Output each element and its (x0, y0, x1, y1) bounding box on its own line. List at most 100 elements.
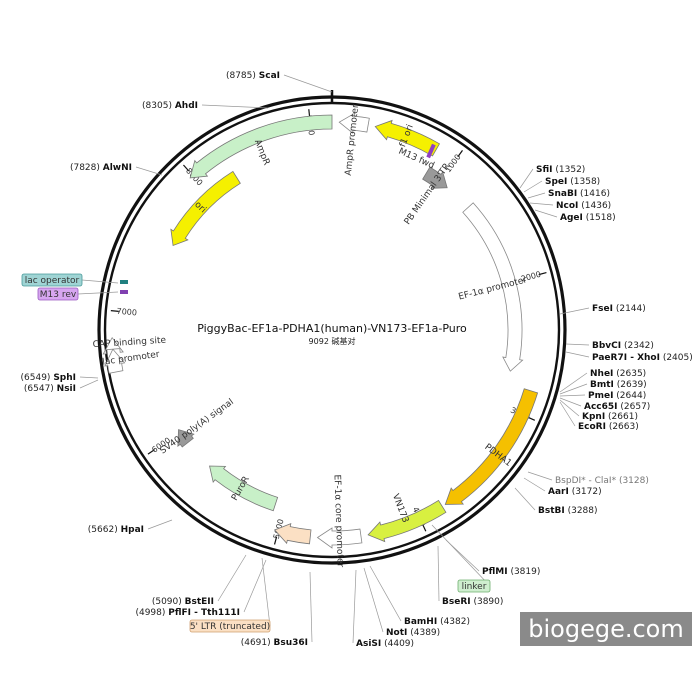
site-label: (5662) HpaI (88, 525, 144, 535)
feature-pdha1 (444, 388, 539, 505)
site-label: FseI (2144) (592, 304, 646, 314)
restriction-sites: (8785) ScaI (8305) AhdI (7828) AlwNI SfiI (… (21, 71, 693, 649)
feature-ef-1-promoter (462, 202, 524, 372)
site-label: BbvCI (2342) (592, 341, 654, 351)
feature-ori (170, 170, 241, 247)
site-label: SnaBI (1416) (548, 189, 610, 199)
site-label: (8305) AhdI (142, 101, 198, 111)
box-label-bg (21, 273, 83, 287)
site-leader (523, 180, 543, 193)
site-leader (79, 379, 99, 389)
site-leader (79, 376, 99, 379)
feature-label: AmpR (252, 138, 271, 167)
site-leader (437, 545, 440, 602)
site-label: NotI (4389) (386, 628, 440, 638)
site-label: (5090) BstEII (152, 597, 214, 607)
site-leader (283, 74, 333, 93)
box-leader (81, 279, 119, 284)
site-label: NheI (2635) (590, 369, 646, 379)
site-label: BstBI (3288) (538, 506, 598, 516)
box-label: linker (462, 582, 487, 592)
ruler-tick (110, 310, 119, 312)
site-label: PaeR7I - XhoI (2405) (592, 353, 693, 363)
site-leader (369, 565, 402, 622)
feature-sv40-poly-a-signal (177, 429, 195, 448)
site-leader (352, 569, 357, 644)
site-label: EcoRI (2663) (578, 422, 639, 432)
plasmid-title: PiggyBac-EF1a-PDHA1(human)-VN173-EF1a-Pu… (197, 322, 467, 335)
box-label-bg (37, 287, 79, 301)
site-leader (565, 351, 590, 358)
site-label: (7828) AlwNI (70, 163, 132, 173)
feature-pb-minimal-3-tr (422, 166, 448, 189)
site-leader (559, 399, 580, 417)
box-label-bg (189, 619, 271, 633)
ruler-tick (538, 271, 547, 276)
site-leader (529, 202, 554, 206)
site-leader (527, 471, 553, 481)
box-label: lac operator (25, 276, 80, 286)
site-leader (559, 401, 576, 427)
feature-ampr (189, 114, 333, 179)
feature-puror (209, 465, 279, 512)
site-label: BamHI (4382) (404, 617, 470, 627)
box-leader (77, 291, 119, 295)
site-label: SpeI (1358) (545, 177, 600, 187)
feature-cap-binding-site (102, 336, 124, 355)
feature-label: AmpR promoter (344, 104, 361, 176)
site-label: BseRI (3890) (442, 597, 503, 607)
ruler-tick (183, 164, 190, 172)
feature-f1-ori (374, 119, 441, 157)
site-leader (559, 383, 588, 395)
site-leader (519, 168, 534, 189)
site-label: Acc65I (2657) (584, 402, 650, 412)
primer-mark (426, 143, 436, 159)
feature-label: lac promoter (102, 350, 161, 368)
site-leader (147, 519, 173, 530)
feature-vn173 (367, 499, 447, 543)
feature-ampr-promoter (338, 112, 370, 134)
primer-mark (120, 290, 128, 294)
box-leader (431, 524, 491, 587)
site-leader (514, 487, 536, 511)
site-leader (135, 166, 163, 176)
site-label: KpnI (2661) (582, 412, 638, 422)
site-label: AgeI (1518) (560, 213, 616, 223)
feature-label: VN173 (390, 493, 410, 525)
site-leader (527, 192, 546, 199)
feature-label: CAP binding site (92, 336, 166, 350)
site-label: (4998) PflFI - Tth111I (135, 608, 240, 618)
site-leader (363, 567, 384, 633)
watermark: biogege.com (520, 612, 692, 646)
site-label: SfiI (1352) (536, 165, 585, 175)
feature-lac-promoter (104, 348, 126, 374)
site-label: BmtI (2639) (590, 380, 647, 390)
site-leader (534, 209, 558, 218)
site-leader (559, 372, 588, 393)
site-label: (8785) ScaI (226, 71, 280, 81)
site-label: PflMI (3819) (482, 567, 540, 577)
feature-label: EF-1α core promoter (332, 474, 345, 567)
site-label: AsiSI (4409) (356, 639, 414, 649)
feature-label: SV40 poly(A) signal (158, 397, 235, 456)
site-leader (559, 307, 590, 315)
box-label: M13 rev (40, 290, 77, 300)
operator-mark (120, 280, 128, 284)
site-leader (565, 343, 590, 346)
site-leader (559, 397, 582, 407)
site-leader (243, 559, 267, 613)
site-leader (559, 394, 586, 397)
site-label: NcoI (1436) (556, 201, 611, 211)
site-label: (4691) Bsu36I (241, 638, 308, 648)
site-leader (309, 571, 313, 643)
box-label-bg (457, 579, 491, 593)
site-label: BspDI* - ClaI* (3128) (555, 476, 649, 486)
site-label: (6547) NsiI (24, 384, 76, 394)
ruler-tick (457, 150, 463, 158)
box-leader (261, 557, 271, 627)
feature-5-ltr-truncated- (273, 523, 312, 545)
plasmid-size: 9092 碱基对 (309, 336, 356, 346)
ruler-tick (147, 449, 155, 455)
